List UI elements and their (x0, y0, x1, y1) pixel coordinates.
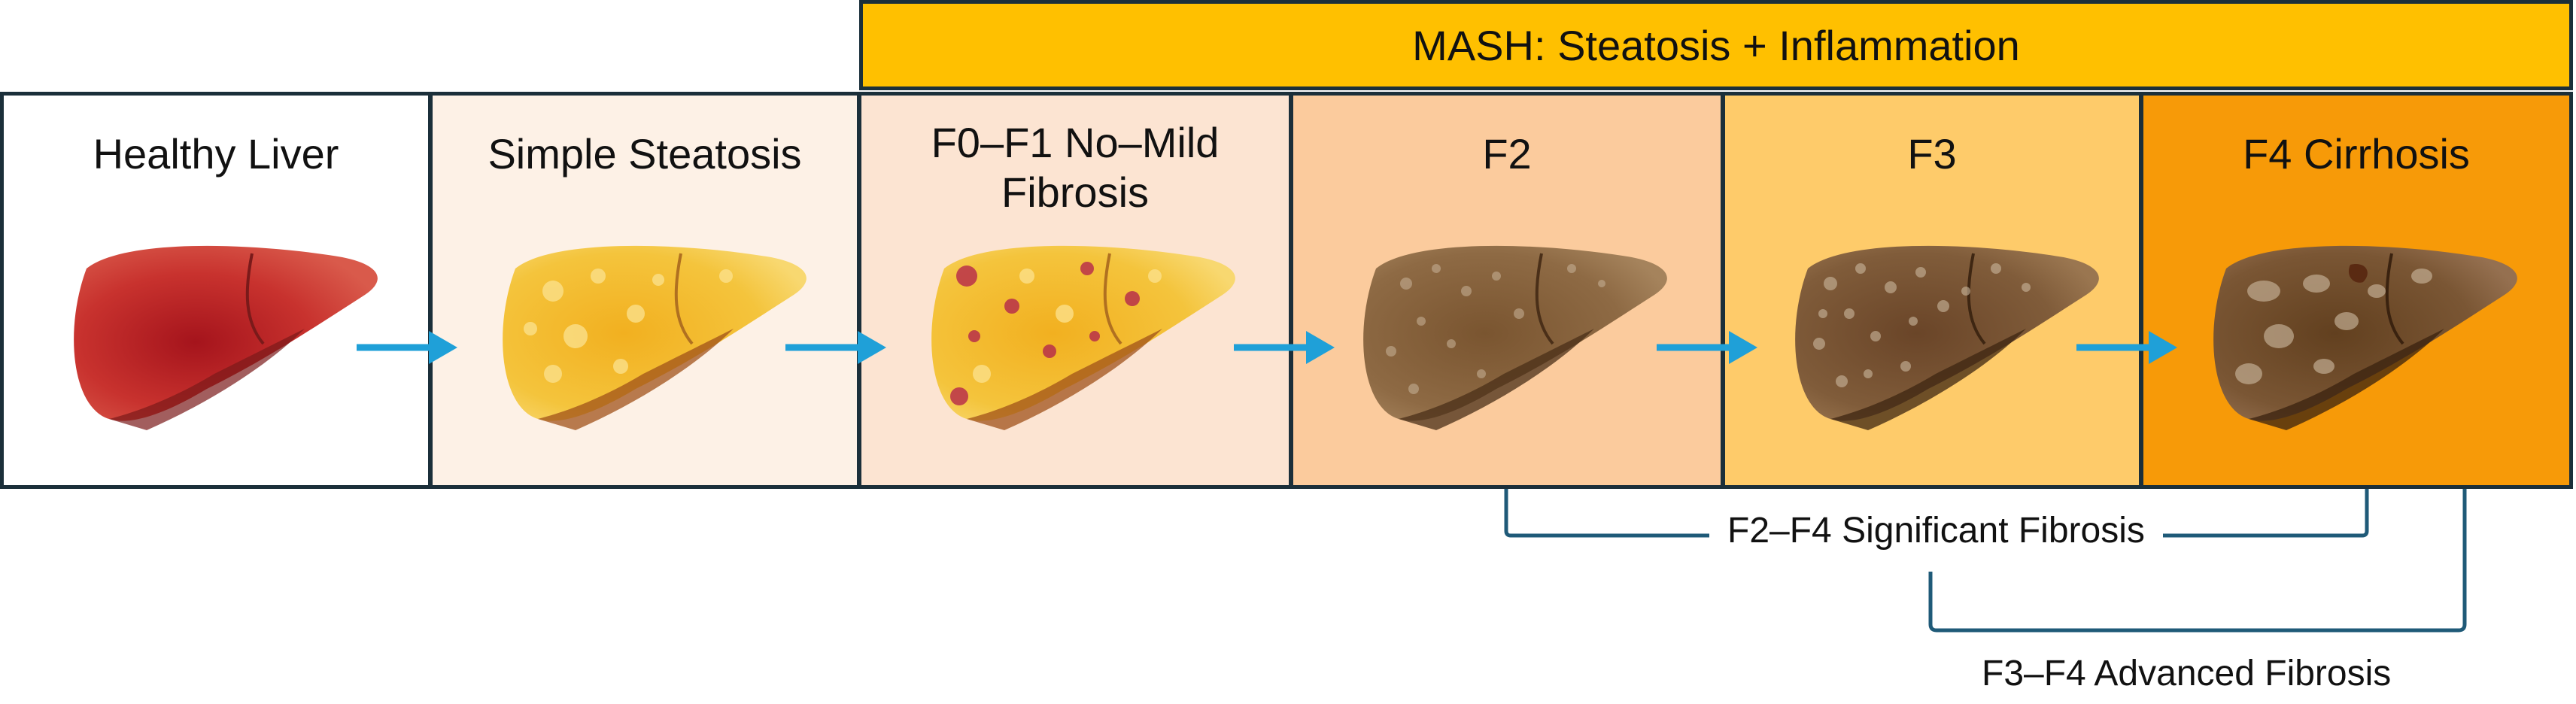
stage-title-steatosis: Simple Steatosis (488, 130, 802, 178)
mash-banner-label: MASH: Steatosis + Inflammation (1412, 21, 2020, 69)
f2-liver-illustration (1363, 245, 1667, 430)
significant-fibrosis-label: F2–F4 Significant Fibrosis (1709, 510, 2163, 551)
stage-panel-f2: F2 (1290, 92, 1724, 489)
arrow-icon (785, 331, 886, 364)
stage-panel-healthy: Healthy Liver (0, 92, 432, 489)
stage-title-f2: F2 (1482, 130, 1532, 178)
steatosis-liver-illustration (503, 245, 807, 430)
f4-liver-illustration (2213, 245, 2517, 430)
mash-banner: MASH: Steatosis + Inflammation (859, 0, 2573, 90)
stage-title-f4: F4 Cirrhosis (2243, 130, 2470, 178)
arrow-icon (357, 331, 457, 364)
arrow-icon (1234, 331, 1335, 364)
arrow-icon (1657, 331, 1757, 364)
healthy-liver-illustration (74, 245, 378, 430)
advanced-fibrosis-label: F3–F4 Advanced Fibrosis (1982, 654, 2392, 693)
f3-liver-illustration (1795, 245, 2099, 430)
arrow-icon (2076, 331, 2177, 364)
stage-panel-f4: F4 Cirrhosis (2140, 92, 2573, 489)
f0-f1-liver-illustration (931, 245, 1235, 430)
stage-title-f3: F3 (1907, 130, 1957, 178)
stage-title-f0-f1: F0–F1 No–Mild Fibrosis (931, 119, 1220, 216)
stage-panel-f3: F3 (1721, 92, 2143, 489)
stage-title-healthy: Healthy Liver (93, 130, 339, 178)
stage-panel-steatosis: Simple Steatosis (429, 92, 861, 489)
stage-panel-f0-f1: F0–F1 No–Mild Fibrosis (858, 92, 1293, 489)
